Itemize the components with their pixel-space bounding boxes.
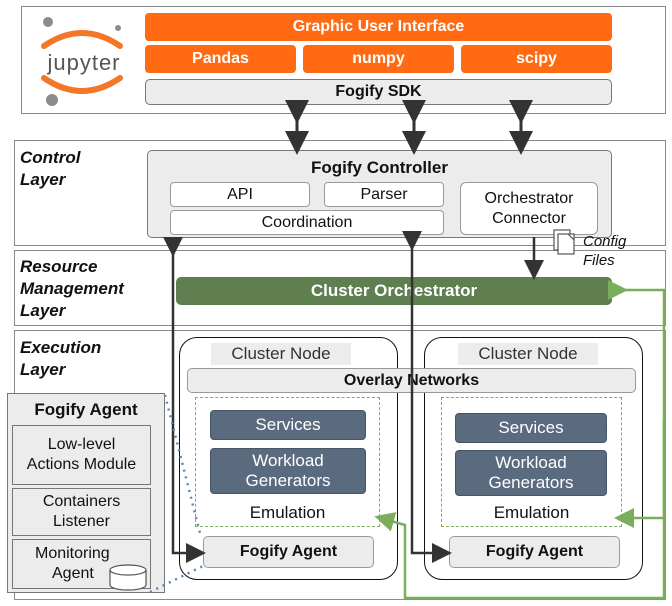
controller-title: Fogify Controller bbox=[311, 158, 448, 177]
orchestrator-connector-line2: Connector bbox=[492, 209, 566, 227]
jupyter-logo-text: jupyter bbox=[47, 50, 121, 75]
gui-bar: Graphic User Interface bbox=[145, 13, 612, 41]
lib-scipy: scipy bbox=[461, 45, 612, 73]
lib-numpy: numpy bbox=[303, 45, 454, 73]
fogify-agent-2: Fogify Agent bbox=[449, 536, 620, 568]
cluster-node-2-title: Cluster Node bbox=[458, 343, 598, 365]
cluster-orchestrator: Cluster Orchestrator bbox=[176, 277, 612, 305]
coordination-box: Coordination bbox=[170, 210, 444, 235]
cluster-node-1-title: Cluster Node bbox=[211, 343, 351, 365]
lib-pandas: Pandas bbox=[145, 45, 296, 73]
services-2: Services bbox=[455, 413, 607, 443]
parser-box: Parser bbox=[324, 182, 444, 207]
emulation-label-1: Emulation bbox=[249, 503, 326, 522]
agent-detail-title: Fogify Agent bbox=[34, 400, 138, 419]
fogify-agent-1: Fogify Agent bbox=[203, 536, 374, 568]
orchestrator-connector: Orchestrator Connector bbox=[460, 182, 598, 235]
fogify-sdk: Fogify SDK bbox=[145, 79, 612, 105]
orchestrator-connector-line1: Orchestrator bbox=[484, 189, 574, 207]
overlay-networks: Overlay Networks bbox=[187, 368, 636, 393]
api-box: API bbox=[170, 182, 310, 207]
jupyter-logo-icon bbox=[41, 17, 123, 106]
services-1: Services bbox=[210, 410, 366, 440]
emulation-label-2: Emulation bbox=[493, 503, 570, 522]
jupyter-logo: jupyter bbox=[30, 14, 135, 109]
